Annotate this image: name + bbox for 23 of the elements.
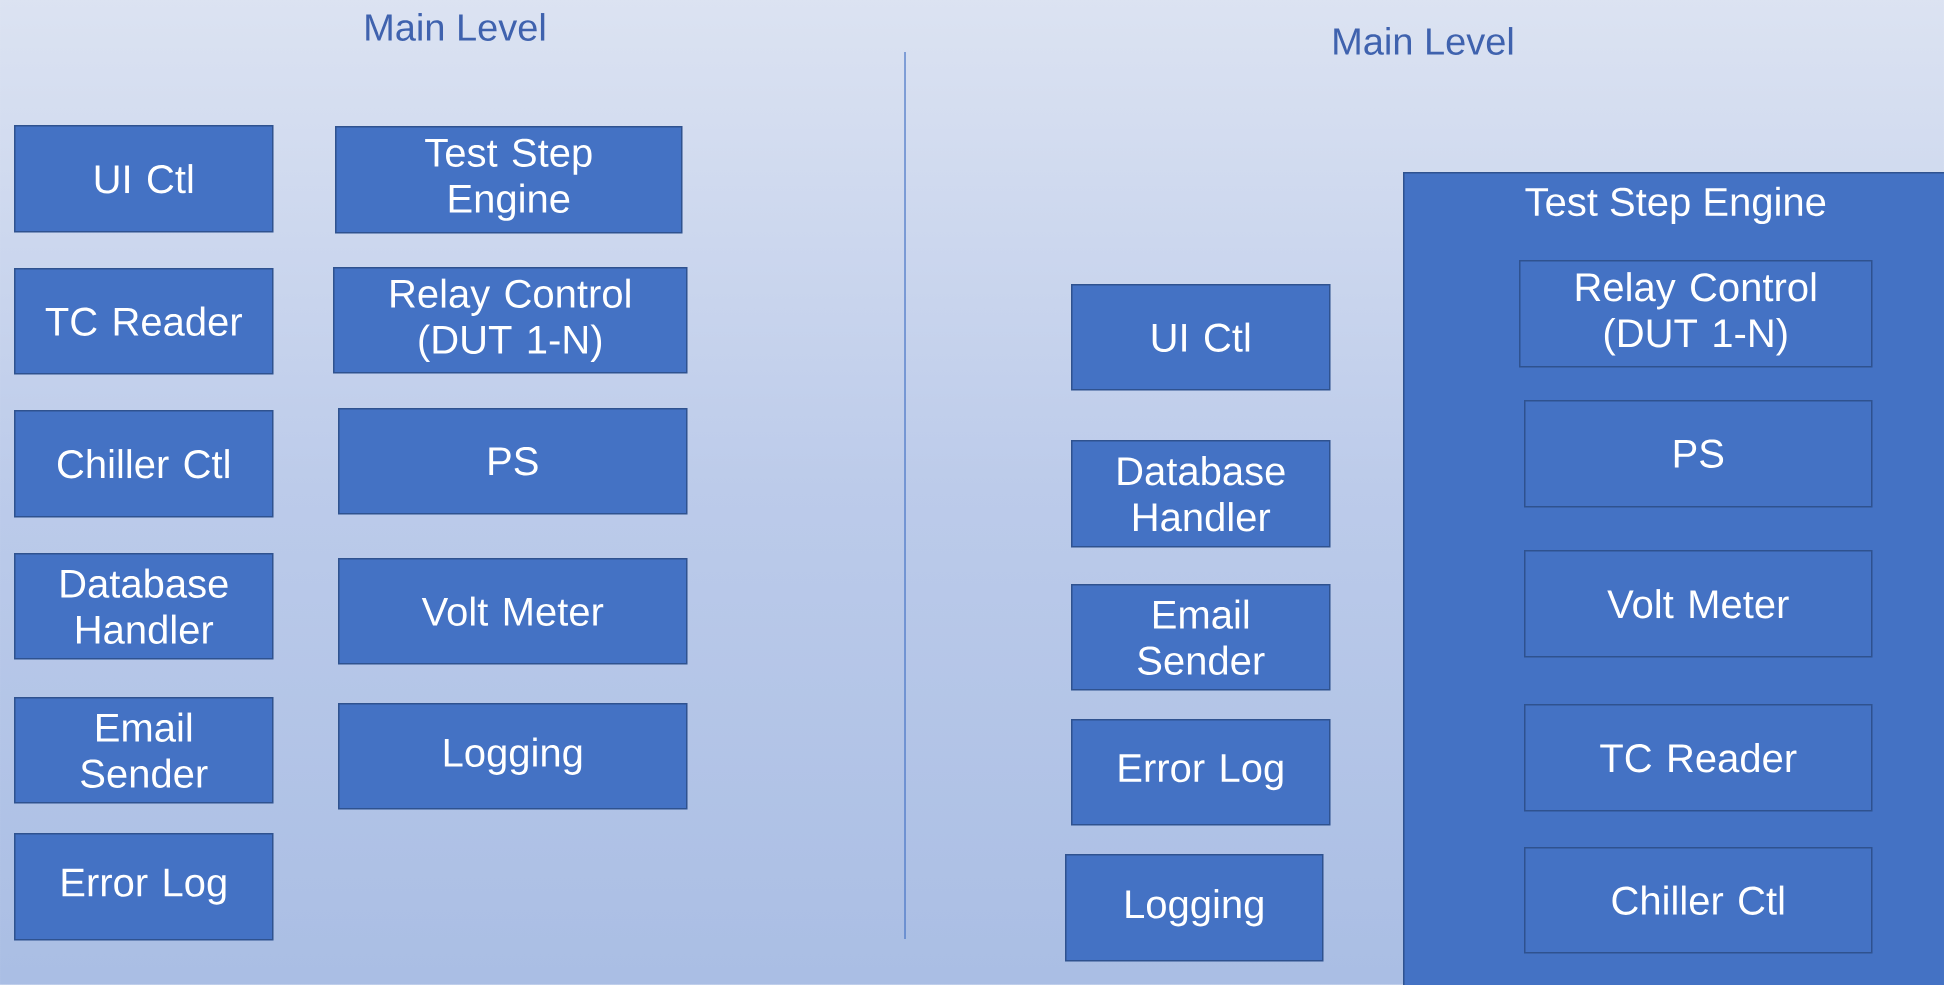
- module-box: PS: [338, 408, 688, 515]
- module-box: TC Reader: [1524, 704, 1873, 812]
- module-box: Test Step Engine: [335, 126, 683, 234]
- module-box: Database Handler: [1071, 440, 1331, 548]
- module-box: Email Sender: [14, 697, 274, 804]
- module-box: Relay Control (DUT 1-N): [1519, 260, 1873, 368]
- module-box: Logging: [1065, 854, 1324, 962]
- module-box: Volt Meter: [338, 558, 688, 665]
- module-box: TC Reader: [14, 268, 274, 375]
- module-box: Volt Meter: [1524, 550, 1873, 658]
- module-box: UI Ctl: [14, 125, 274, 233]
- module-box: Database Handler: [14, 553, 274, 660]
- heading: Main Level: [366, 13, 545, 41]
- module-box: Relay Control (DUT 1-N): [333, 267, 688, 374]
- module-box: UI Ctl: [1071, 284, 1331, 391]
- module-box: Chiller Ctl: [1524, 847, 1873, 954]
- module-box: PS: [1524, 400, 1873, 508]
- module-box: Chiller Ctl: [14, 410, 274, 518]
- module-box: Logging: [338, 703, 688, 810]
- module-box: Error Log: [1071, 719, 1331, 826]
- module-box: Email Sender: [1071, 584, 1331, 691]
- module-box: Error Log: [14, 833, 274, 941]
- heading: Main Level: [1334, 27, 1513, 55]
